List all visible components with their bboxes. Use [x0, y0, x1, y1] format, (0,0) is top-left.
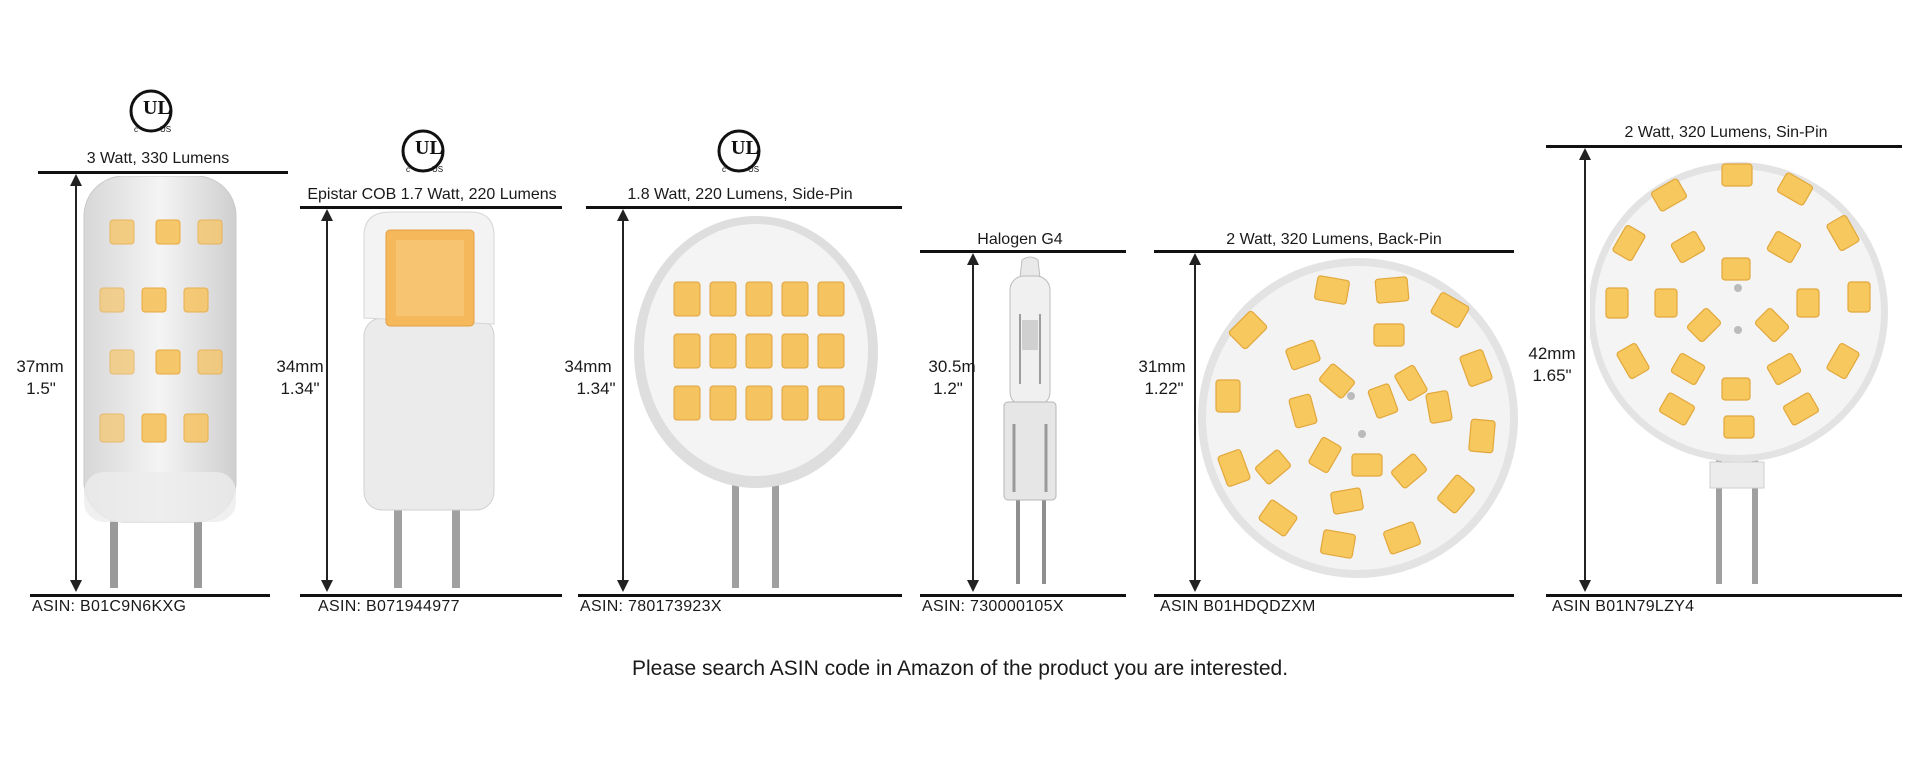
dimension-mm: 42mm — [1528, 344, 1576, 363]
ul-us: US — [748, 165, 759, 174]
top-dimension-line — [300, 206, 562, 209]
ul-c: c — [134, 125, 138, 134]
asin-code: ASIN: B071944977 — [318, 598, 460, 615]
top-dimension-line — [586, 206, 902, 209]
base-line — [30, 594, 270, 597]
dimension-arrow-line — [1584, 150, 1586, 590]
ul-certification-icon: UL c US — [716, 128, 762, 174]
dimension-mm: 31mm — [1138, 357, 1186, 376]
ul-letters: UL — [415, 137, 443, 159]
asin-code: ASIN: 780173923X — [580, 598, 722, 615]
dimension-inch: 1.34" — [576, 379, 616, 398]
dimension-inch: 1.65" — [1532, 366, 1572, 385]
base-line — [1546, 594, 1902, 597]
g4-side-pin-disc-bulb-image — [622, 206, 892, 596]
dimension-inch: 1.2" — [933, 379, 963, 398]
dimension-arrow-line — [75, 176, 77, 590]
base-line — [578, 594, 902, 597]
dimension-mm: 34mm — [564, 357, 612, 376]
top-dimension-line — [38, 171, 288, 174]
ul-certification-icon: UL c US — [128, 88, 174, 134]
arrow-up-icon — [70, 174, 82, 186]
dimension-mm: 37mm — [16, 357, 64, 376]
ul-c: c — [722, 165, 726, 174]
dimension-inch: 1.5" — [26, 379, 56, 398]
arrow-up-icon — [967, 253, 979, 265]
g4-led-corn-bulb-image — [76, 176, 246, 596]
arrow-down-icon — [1579, 580, 1591, 592]
ul-c: c — [406, 165, 410, 174]
ul-letters: UL — [731, 137, 759, 159]
dimension-arrow-line — [326, 211, 328, 590]
top-dimension-line — [1154, 250, 1514, 253]
dimension-arrow-line — [622, 211, 624, 590]
product-title: 3 Watt, 330 Lumens — [86, 150, 230, 167]
asin-code: ASIN: B01C9N6KXG — [32, 598, 187, 615]
top-dimension-line — [920, 250, 1126, 253]
ul-letters: UL — [143, 97, 171, 119]
asin-code: ASIN: 730000105X — [922, 598, 1064, 615]
g4-back-pin-disc-bulb-image — [1198, 256, 1518, 580]
base-line — [1154, 594, 1514, 597]
arrow-down-icon — [70, 580, 82, 592]
arrow-up-icon — [1189, 253, 1201, 265]
ul-us: US — [160, 125, 171, 134]
arrow-down-icon — [617, 580, 629, 592]
arrow-down-icon — [1189, 580, 1201, 592]
product-title: 2 Watt, 320 Lumens, Sin-Pin — [1624, 124, 1828, 141]
base-line — [300, 594, 562, 597]
asin-code: ASIN B01N79LZY4 — [1552, 598, 1695, 615]
product-title: 2 Watt, 320 Lumens, Back-Pin — [1226, 231, 1442, 248]
arrow-down-icon — [967, 580, 979, 592]
product-title: Epistar COB 1.7 Watt, 220 Lumens — [307, 186, 557, 203]
halogen-g4-bulb-image — [980, 254, 1080, 590]
dimension-inch: 1.34" — [280, 379, 320, 398]
dimension-arrow-line — [1194, 255, 1196, 590]
arrow-down-icon — [321, 580, 333, 592]
dimension-mm: 34mm — [276, 357, 324, 376]
dimension-inch: 1.22" — [1144, 379, 1184, 398]
product-title: Halogen G4 — [977, 231, 1063, 248]
footer-instruction: Please search ASIN code in Amazon of the… — [631, 657, 1289, 680]
g4-cob-bulb-image — [338, 206, 518, 596]
top-dimension-line — [1546, 145, 1902, 148]
arrow-up-icon — [1579, 148, 1591, 160]
product-title: 1.8 Watt, 220 Lumens, Side-Pin — [627, 186, 853, 203]
dimension-arrow-line — [972, 255, 974, 590]
ul-certification-icon: UL c US — [400, 128, 446, 174]
arrow-up-icon — [617, 209, 629, 221]
arrow-up-icon — [321, 209, 333, 221]
dimension-mm: 30.5m — [928, 357, 976, 376]
asin-code: ASIN B01HDQDZXM — [1160, 598, 1316, 615]
base-line — [920, 594, 1126, 597]
g4-sin-pin-disc-bulb-image — [1590, 150, 1890, 590]
ul-us: US — [432, 165, 443, 174]
